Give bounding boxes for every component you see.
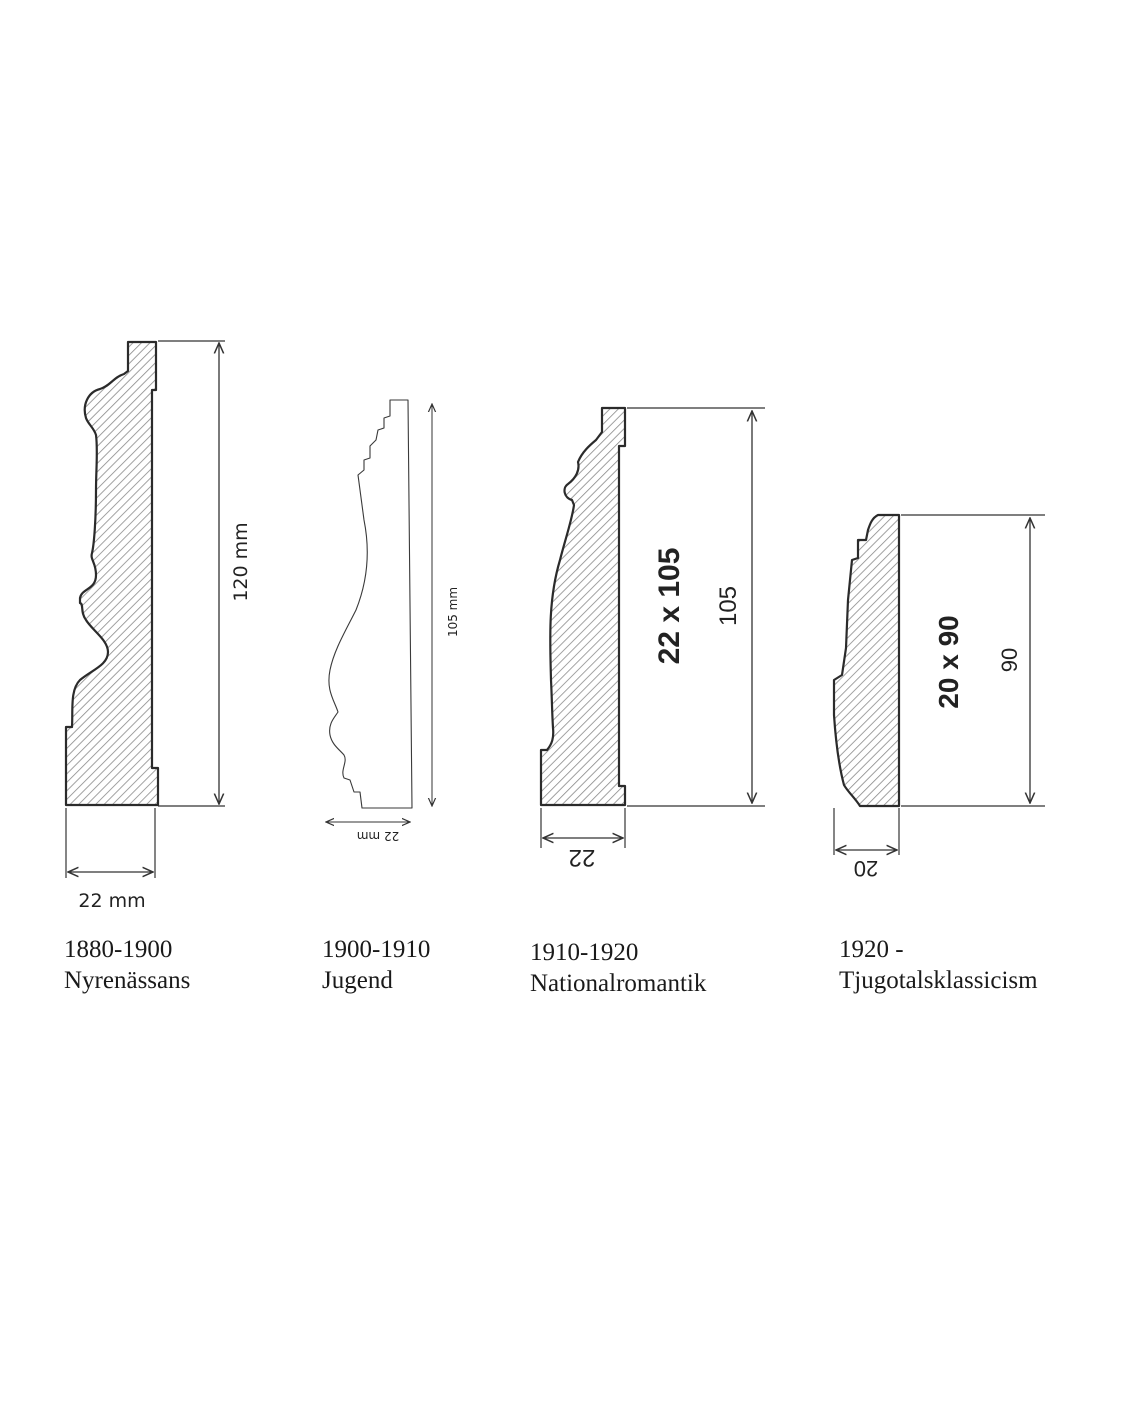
period-label: 1880-1900: [64, 936, 173, 963]
size-label-3: 22 x 105: [653, 548, 686, 665]
style-label: Tjugotalsklassicism: [839, 967, 1038, 994]
caption-nationalromantik: 1910-1920 Nationalromantik: [530, 937, 706, 999]
width-label-3: 22: [569, 844, 596, 871]
width-label-1: 22 mm: [78, 890, 145, 912]
height-label-4: 90: [997, 648, 1022, 672]
period-label: 1920 -: [839, 936, 904, 963]
width-label-2: 22 mm: [357, 829, 399, 843]
size-label-4: 20 x 90: [933, 615, 964, 708]
profile-nationalromantik-shape: [539, 406, 627, 807]
period-label: 1910-1920: [530, 939, 639, 966]
profile-nationalromantik: 22 x 105 105 22: [539, 406, 765, 871]
profile-jugend: 105 mm 22 mm: [326, 399, 460, 843]
profile-nyrenassans: 120 mm 22 mm: [64, 340, 252, 912]
profile-nyrenassans-shape: [64, 340, 160, 807]
profile-jugend-shape: [328, 399, 413, 809]
height-label-1: 120 mm: [230, 522, 252, 601]
profile-tjugotalsklassicism-shape: [832, 513, 901, 808]
profile-tjugotalsklassicism: 20 x 90 90 20: [832, 513, 1045, 881]
caption-jugend: 1900-1910 Jugend: [322, 934, 430, 996]
width-label-4: 20: [854, 856, 878, 881]
period-label: 1900-1910: [322, 936, 431, 963]
caption-nyrenassans: 1880-1900 Nyrenässans: [64, 934, 190, 996]
height-label-3: 105: [715, 586, 742, 626]
style-label: Nyrenässans: [64, 967, 191, 994]
height-label-2: 105 mm: [446, 587, 460, 637]
style-label: Jugend: [322, 967, 393, 994]
style-label: Nationalromantik: [530, 970, 707, 997]
caption-tjugotalsklassicism: 1920 - Tjugotalsklassicism: [839, 934, 1038, 996]
